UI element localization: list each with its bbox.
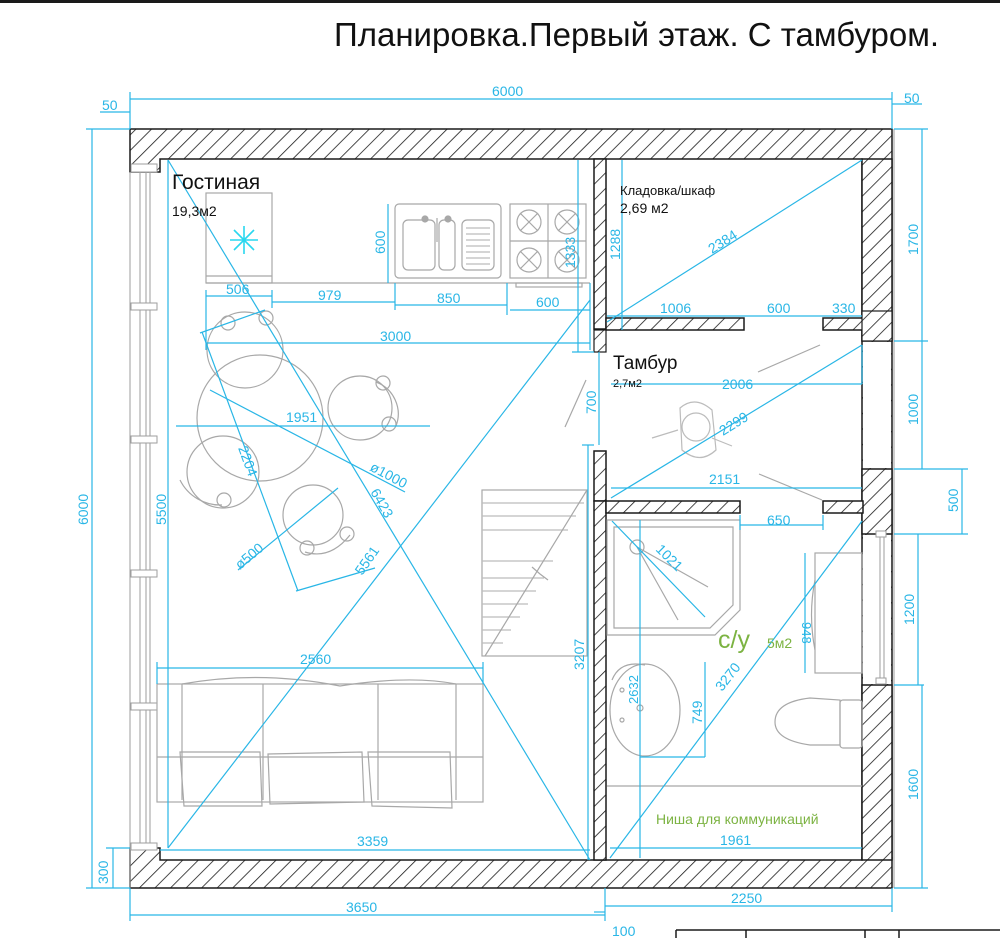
room-vestibule-area: 2,7м2 [613, 378, 642, 390]
room-living-area: 19,3м2 [172, 203, 217, 219]
bath-wall-right [822, 500, 864, 514]
dim-left-total: 6000 [75, 494, 91, 525]
dim-table-diameter: ø1000 [368, 459, 411, 492]
dim-kitchen-width: 3000 [380, 328, 411, 344]
bath-sink [609, 663, 681, 757]
room-niche-name: Ниша для коммуникаций [656, 811, 819, 827]
dim-left-inner: 5500 [153, 494, 169, 525]
dim-top-left-offset: 50 [102, 97, 118, 113]
partition-stub [593, 450, 607, 502]
room-bathroom-area: 5м2 [767, 635, 792, 651]
room-vestibule-name: Тамбур [613, 353, 678, 374]
sofa [156, 676, 484, 809]
walls [129, 128, 893, 889]
dim-living-bottom: 3359 [357, 833, 388, 849]
storage-wall-right [822, 317, 864, 331]
toilet [774, 697, 841, 746]
chair [186, 435, 260, 509]
chair [282, 484, 344, 546]
dim-sofa-width: 2560 [300, 651, 331, 667]
dim-sink: 850 [437, 290, 461, 306]
partition-storage [593, 158, 607, 330]
dim-kitchen-gap: 979 [318, 287, 342, 303]
room-labels: Гостиная 19,3м2 Кладовка/шкаф 2,69 м2 Та… [172, 171, 819, 827]
room-storage-area: 2,69 м2 [620, 200, 669, 216]
chair [327, 375, 393, 441]
dim-stool-diameter: ø500 [232, 539, 267, 572]
dim-bath-bottom: 1961 [720, 832, 751, 848]
right-wall-lower [861, 684, 893, 861]
dim-storage-diag: 2384 [705, 226, 740, 256]
outer-wall-bottom [129, 847, 893, 889]
person-figure [651, 401, 733, 459]
dim-living-diag-2: 5561 [351, 543, 382, 578]
dim-right-3: 500 [945, 488, 961, 512]
page-title: Планировка.Первый этаж. С тамбуром. [334, 16, 940, 53]
room-living-name: Гостиная [172, 171, 260, 194]
dim-kitchen-depth: 600 [372, 230, 388, 254]
dim-shower-diag: 1021 [653, 541, 686, 574]
dim-kitchen-side: 1333 [562, 237, 578, 268]
snowflake-icon [230, 226, 258, 254]
dim-vestibule-diag: 2299 [716, 408, 751, 438]
door-leaf [757, 344, 821, 373]
dim-bottom-small: 100 [612, 923, 636, 938]
dim-living-diag-1: 6423 [367, 486, 397, 521]
bath-wall-left [605, 500, 741, 514]
dim-bath-door: 650 [767, 512, 791, 528]
dim-bath-tub: 948 [799, 622, 814, 644]
dim-bath-diag: 3270 [712, 659, 744, 694]
shower [606, 519, 741, 636]
room-storage-name: Кладовка/шкаф [620, 183, 716, 198]
dim-storage-door: 600 [767, 300, 791, 316]
dimension-labels: 6000 50 50 6000 5500 300 1700 1000 500 1… [75, 83, 961, 938]
door-leaf [564, 379, 587, 428]
door-leaf [758, 473, 823, 501]
title-block [675, 929, 1000, 938]
dim-right-2: 1000 [905, 394, 921, 425]
left-window-wall [129, 163, 158, 888]
top-border [0, 0, 1000, 3]
dim-sink-depth: 749 [689, 700, 705, 724]
kitchen-sink [394, 203, 502, 279]
dim-right-5: 1600 [905, 769, 921, 800]
dim-fridge: 506 [226, 281, 250, 297]
dim-storage-height: 1288 [607, 229, 623, 260]
furniture [156, 192, 863, 809]
bath-window [875, 129, 895, 888]
dim-table-diag: 2204 [235, 444, 261, 479]
dim-top-total: 6000 [492, 83, 523, 99]
partition-bath [593, 500, 607, 861]
dim-right-1: 1700 [905, 224, 921, 255]
storage-wall-left [605, 317, 745, 331]
dim-bottom-left: 3650 [346, 899, 377, 915]
dim-table-span: 1951 [286, 409, 317, 425]
dim-top-right-offset: 50 [904, 90, 920, 106]
dim-bottom-right: 2250 [731, 890, 762, 906]
dim-vestibule-bottom: 2151 [709, 471, 740, 487]
room-bathroom-name: с/у [718, 626, 750, 654]
dim-stove: 600 [536, 294, 560, 310]
dim-right-4: 1200 [901, 594, 917, 625]
dim-left-bottom: 300 [95, 860, 111, 884]
dim-vestibule-top: 2006 [722, 376, 753, 392]
dim-stair-height: 3207 [571, 639, 587, 670]
dimension-lines [86, 92, 968, 921]
dim-vestibule-door: 700 [583, 390, 599, 414]
stairs [481, 489, 588, 657]
dim-bath-vertical: 2632 [626, 675, 641, 704]
bathtub [814, 552, 863, 674]
right-wall-mid [861, 468, 893, 535]
dim-storage-bottom-2: 330 [832, 300, 856, 316]
dim-storage-bottom-1: 1006 [660, 300, 691, 316]
